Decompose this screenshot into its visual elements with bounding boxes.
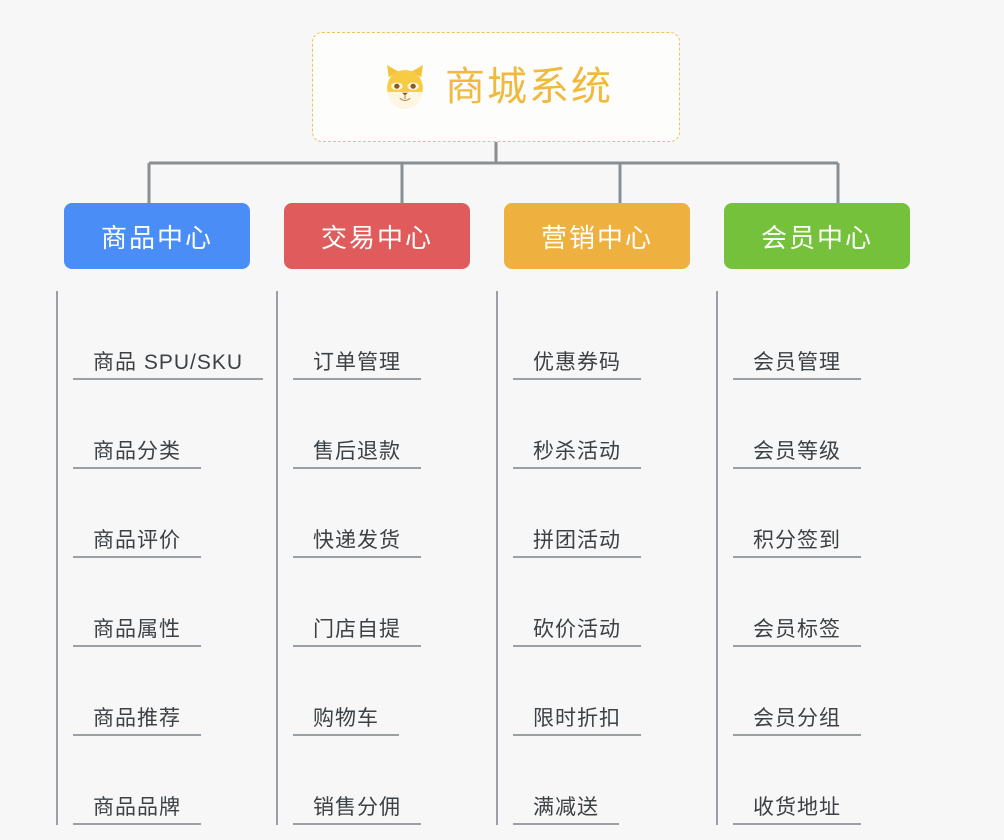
column-spine	[716, 291, 718, 825]
leaf-item[interactable]: 优惠券码	[513, 291, 728, 380]
leaf-item-rule	[73, 645, 201, 647]
leaf-item-rule	[73, 823, 201, 825]
leaf-item[interactable]: 商品 SPU/SKU	[73, 291, 288, 380]
leaf-item-rule	[73, 556, 201, 558]
leaf-item-rule	[513, 378, 641, 380]
leaf-item[interactable]: 购物车	[293, 647, 508, 736]
leaf-item[interactable]: 会员管理	[733, 291, 948, 380]
leaf-item-rule	[733, 734, 861, 736]
leaf-item[interactable]: 限时折扣	[513, 647, 728, 736]
leaf-item-label: 商品推荐	[93, 706, 181, 730]
leaf-item-rule	[513, 556, 641, 558]
leaf-item-label: 售后退款	[313, 439, 401, 463]
column-spine	[56, 291, 58, 825]
leaf-item-label: 商品评价	[93, 528, 181, 552]
leaf-item[interactable]: 快递发货	[293, 469, 508, 558]
leaf-item-label: 商品属性	[93, 617, 181, 641]
leaf-item-rule	[293, 467, 421, 469]
leaf-item-label: 限时折扣	[533, 706, 621, 730]
category-items-0: 商品 SPU/SKU 商品分类商品评价商品属性商品推荐商品品牌	[56, 291, 288, 825]
leaf-item[interactable]: 商品分类	[73, 380, 288, 469]
column-spine	[496, 291, 498, 825]
leaf-item-label: 商品 SPU/SKU	[93, 350, 244, 374]
category-header-label: 交易中心	[320, 222, 433, 253]
leaf-item-label: 优惠券码	[533, 350, 621, 374]
leaf-item-rule	[293, 823, 421, 825]
leaf-item-rule	[733, 645, 861, 647]
leaf-item[interactable]: 满减送	[513, 736, 728, 825]
category-items-1: 订单管理售后退款快递发货门店自提购物车销售分佣	[276, 291, 508, 825]
leaf-item[interactable]: 商品品牌	[73, 736, 288, 825]
root-node-card[interactable]: 商城系统	[312, 32, 680, 142]
category-header-label: 商品中心	[100, 222, 213, 253]
leaf-item-rule	[73, 734, 201, 736]
leaf-item-label: 砍价活动	[533, 617, 621, 641]
column-spine	[276, 291, 278, 825]
category-header-label: 会员中心	[760, 222, 873, 253]
leaf-item[interactable]: 订单管理	[293, 291, 508, 380]
leaf-item-rule	[733, 378, 861, 380]
leaf-item[interactable]: 会员等级	[733, 380, 948, 469]
category-header-0[interactable]: 商品中心	[64, 203, 250, 269]
category-items-2: 优惠券码秒杀活动拼团活动砍价活动限时折扣满减送	[496, 291, 728, 825]
category-header-2[interactable]: 营销中心	[504, 203, 690, 269]
category-column-1: 交易中心 订单管理售后退款快递发货门店自提购物车销售分佣	[276, 203, 508, 825]
leaf-item[interactable]: 销售分佣	[293, 736, 508, 825]
leaf-item[interactable]: 商品评价	[73, 469, 288, 558]
leaf-item-rule	[513, 645, 641, 647]
leaf-item-label: 积分签到	[753, 528, 841, 552]
root-node-title: 商城系统	[445, 65, 613, 109]
leaf-item[interactable]: 秒杀活动	[513, 380, 728, 469]
leaf-item-label: 满减送	[533, 795, 599, 819]
leaf-item-label: 销售分佣	[313, 795, 401, 819]
leaf-item-rule	[513, 823, 619, 825]
leaf-item-label: 订单管理	[313, 350, 401, 374]
leaf-item-rule	[733, 823, 861, 825]
leaf-item-rule	[293, 734, 399, 736]
leaf-item-label: 会员等级	[753, 439, 841, 463]
leaf-item[interactable]: 积分签到	[733, 469, 948, 558]
leaf-item-label: 会员标签	[753, 617, 841, 641]
leaf-item[interactable]: 拼团活动	[513, 469, 728, 558]
leaf-item[interactable]: 会员标签	[733, 558, 948, 647]
leaf-item-rule	[513, 734, 641, 736]
shiba-dog-face-icon	[387, 65, 423, 109]
leaf-item[interactable]: 商品属性	[73, 558, 288, 647]
leaf-item-rule	[293, 645, 421, 647]
category-items-3: 会员管理会员等级积分签到会员标签会员分组收货地址	[716, 291, 948, 825]
leaf-item-rule	[293, 556, 421, 558]
category-column-2: 营销中心 优惠券码秒杀活动拼团活动砍价活动限时折扣满减送	[496, 203, 728, 825]
leaf-item[interactable]: 门店自提	[293, 558, 508, 647]
leaf-item-label: 快递发货	[313, 528, 401, 552]
leaf-item[interactable]: 商品推荐	[73, 647, 288, 736]
leaf-item-label: 会员分组	[753, 706, 841, 730]
leaf-item[interactable]: 售后退款	[293, 380, 508, 469]
leaf-item-rule	[293, 378, 421, 380]
category-header-label: 营销中心	[540, 222, 653, 253]
category-header-3[interactable]: 会员中心	[724, 203, 910, 269]
leaf-item-rule	[73, 467, 201, 469]
leaf-item-rule	[513, 467, 641, 469]
leaf-item-label: 收货地址	[753, 795, 841, 819]
leaf-item-label: 商品分类	[93, 439, 181, 463]
leaf-item-rule	[733, 467, 861, 469]
leaf-item-label: 商品品牌	[93, 795, 181, 819]
leaf-item[interactable]: 会员分组	[733, 647, 948, 736]
category-column-3: 会员中心 会员管理会员等级积分签到会员标签会员分组收货地址	[716, 203, 948, 825]
leaf-item-label: 门店自提	[313, 617, 401, 641]
leaf-item-rule	[73, 378, 263, 380]
leaf-item[interactable]: 砍价活动	[513, 558, 728, 647]
leaf-item-label: 会员管理	[753, 350, 841, 374]
leaf-item-label: 秒杀活动	[533, 439, 621, 463]
category-header-1[interactable]: 交易中心	[284, 203, 470, 269]
leaf-item-label: 购物车	[313, 706, 379, 730]
leaf-item-label: 拼团活动	[533, 528, 621, 552]
category-column-0: 商品中心 商品 SPU/SKU 商品分类商品评价商品属性商品推荐商品品牌	[56, 203, 288, 825]
leaf-item[interactable]: 收货地址	[733, 736, 948, 825]
leaf-item-rule	[733, 556, 861, 558]
